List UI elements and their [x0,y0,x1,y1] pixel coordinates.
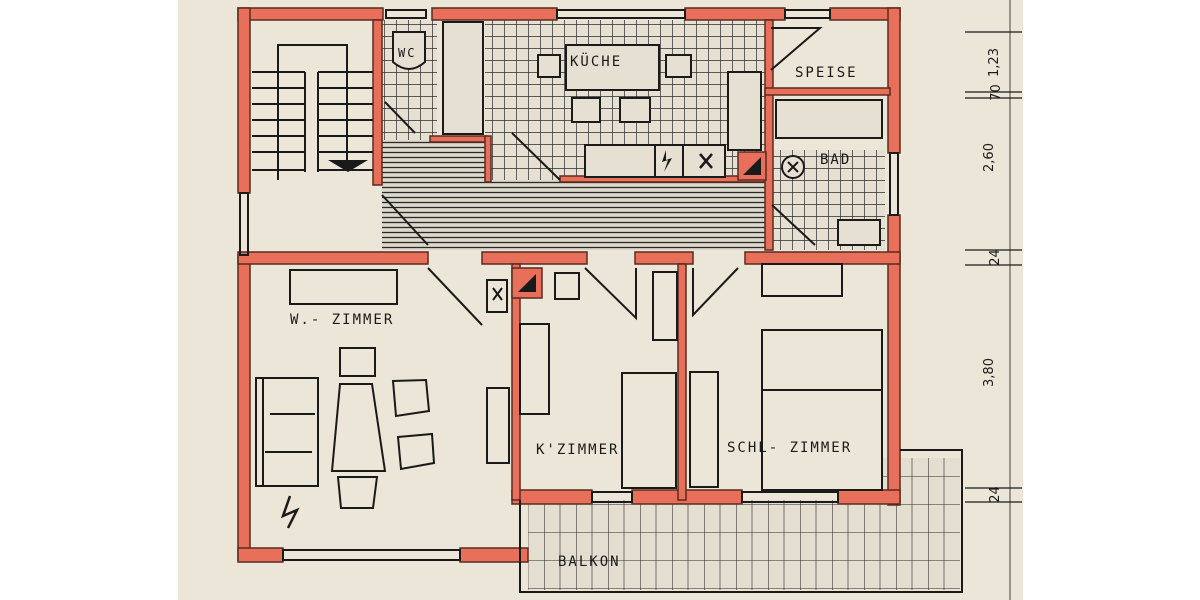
chimney-flues [518,157,761,292]
dimension-label: 24 [987,249,1003,266]
electric-outlet-icon [280,495,300,529]
staircase [252,44,373,180]
room-label-wohnzimmer: W.- ZIMMER [290,312,395,328]
sink-x-icon [699,153,713,169]
furniture [239,0,1022,600]
room-label-balkon: BALKON [558,554,621,570]
room-label-speise: SPEISE [795,65,858,81]
walls [237,7,901,563]
dimension-label: 1,23 [986,48,1002,77]
dimension-label: 70 [988,84,1004,101]
floor-fills [382,20,960,590]
room-label-bad: BAD [820,152,852,168]
fixture-signs [492,150,799,301]
room-label-schlafzimmer: SCHL- ZIMMER [727,440,853,456]
room-label-kueche: KÜCHE [570,54,623,70]
drain-x-icon [787,161,799,173]
dimension-label: 2,60 [981,143,997,172]
room-label-kinderzimmer: K'ZIMMER [536,442,620,458]
outlet-x-icon [492,287,503,301]
stairs-down-arrow-icon [328,160,368,172]
stove-lightning-icon [662,150,672,172]
dimension-label: 3,80 [981,358,997,387]
room-label-wc: WC [398,46,417,60]
dimension-label: 24 [987,486,1003,503]
